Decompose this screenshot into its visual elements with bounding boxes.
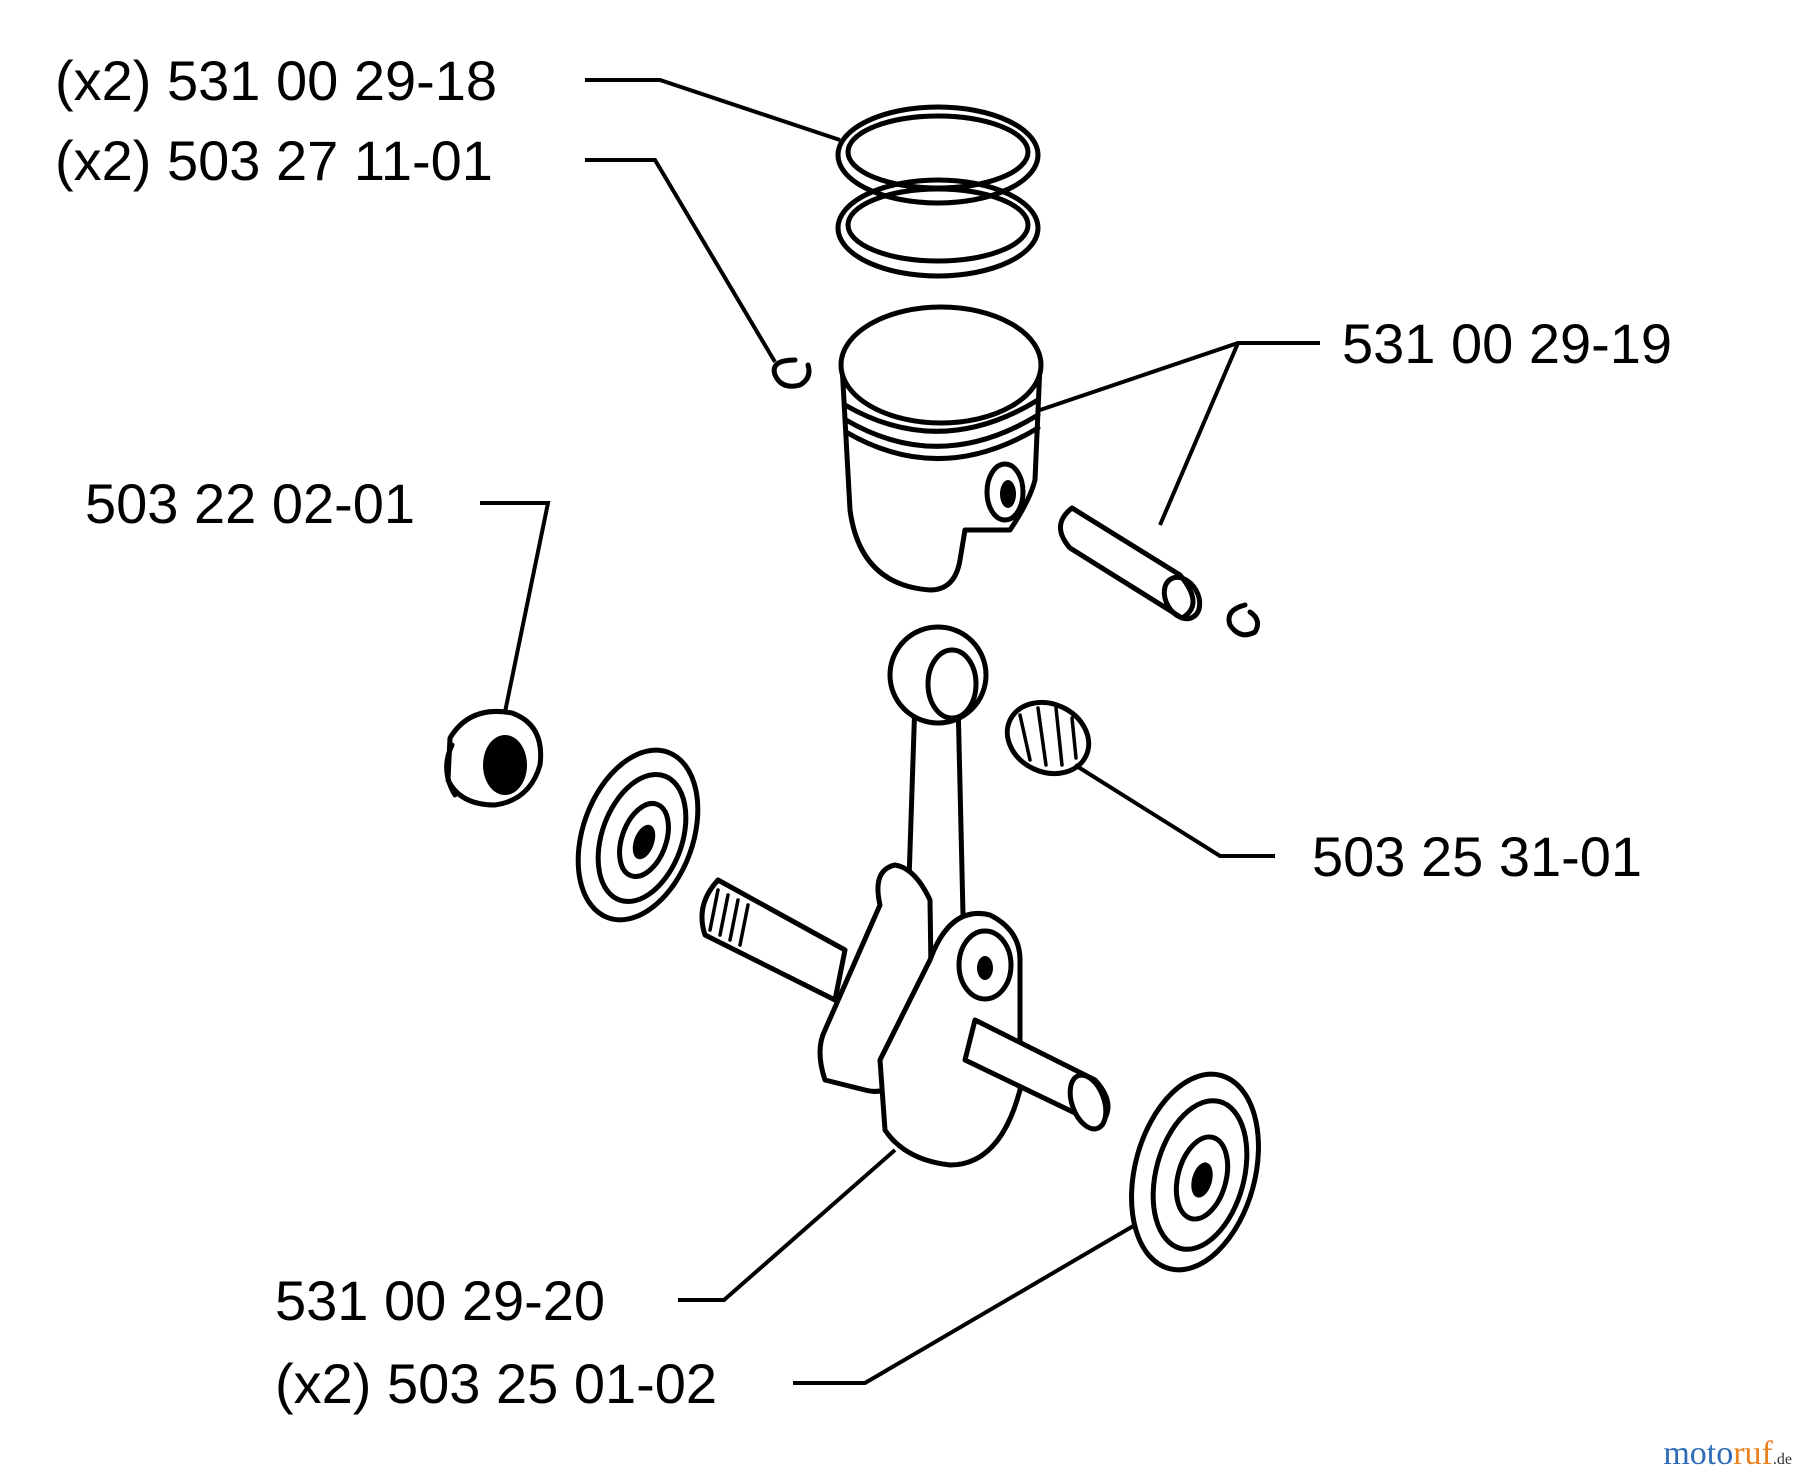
circlip-right-drawing (1226, 602, 1261, 638)
label-piston: 531 00 29-19 (1342, 312, 1672, 375)
leader-seal (480, 501, 551, 713)
needle-bearing-drawing (1004, 699, 1092, 777)
leader-circlip (585, 158, 777, 364)
ball-bearing-left-drawing (575, 747, 701, 923)
leader-needle-bearing (1073, 763, 1275, 858)
piston-rings-drawing (835, 104, 1041, 279)
piston-drawing (838, 304, 1044, 593)
piston-pin-drawing (1058, 505, 1203, 622)
watermark-part2: ruf (1733, 1435, 1773, 1472)
leader-lines (480, 78, 1320, 1385)
watermark-part1: moto (1663, 1435, 1734, 1472)
label-seal: 503 22 02-01 (85, 472, 415, 535)
leader-piston (1039, 341, 1320, 412)
ball-bearing-right-drawing (1129, 1071, 1261, 1273)
label-needle-bearing: 503 25 31-01 (1312, 825, 1642, 888)
label-circlip: (x2) 503 27 11-01 (55, 129, 493, 192)
leader-piston-pin (1158, 342, 1240, 526)
label-piston-rings: (x2) 531 00 29-18 (55, 49, 497, 112)
watermark-logo: motoruf.de (1663, 1435, 1792, 1473)
seal-drawing (444, 708, 544, 808)
label-ball-bearing: (x2) 503 25 01-02 (275, 1352, 717, 1415)
label-crankshaft: 531 00 29-20 (275, 1269, 605, 1332)
leader-rings (585, 78, 841, 142)
leader-crankshaft (678, 1148, 897, 1302)
part-labels: (x2) 531 00 29-18 (x2) 503 27 11-01 531 … (55, 49, 1672, 1415)
leader-ball-bearing (793, 1223, 1137, 1385)
circlip-left-drawing (771, 357, 812, 389)
watermark-suffix: .de (1772, 1451, 1792, 1468)
crankshaft-drawing (699, 624, 1111, 1168)
